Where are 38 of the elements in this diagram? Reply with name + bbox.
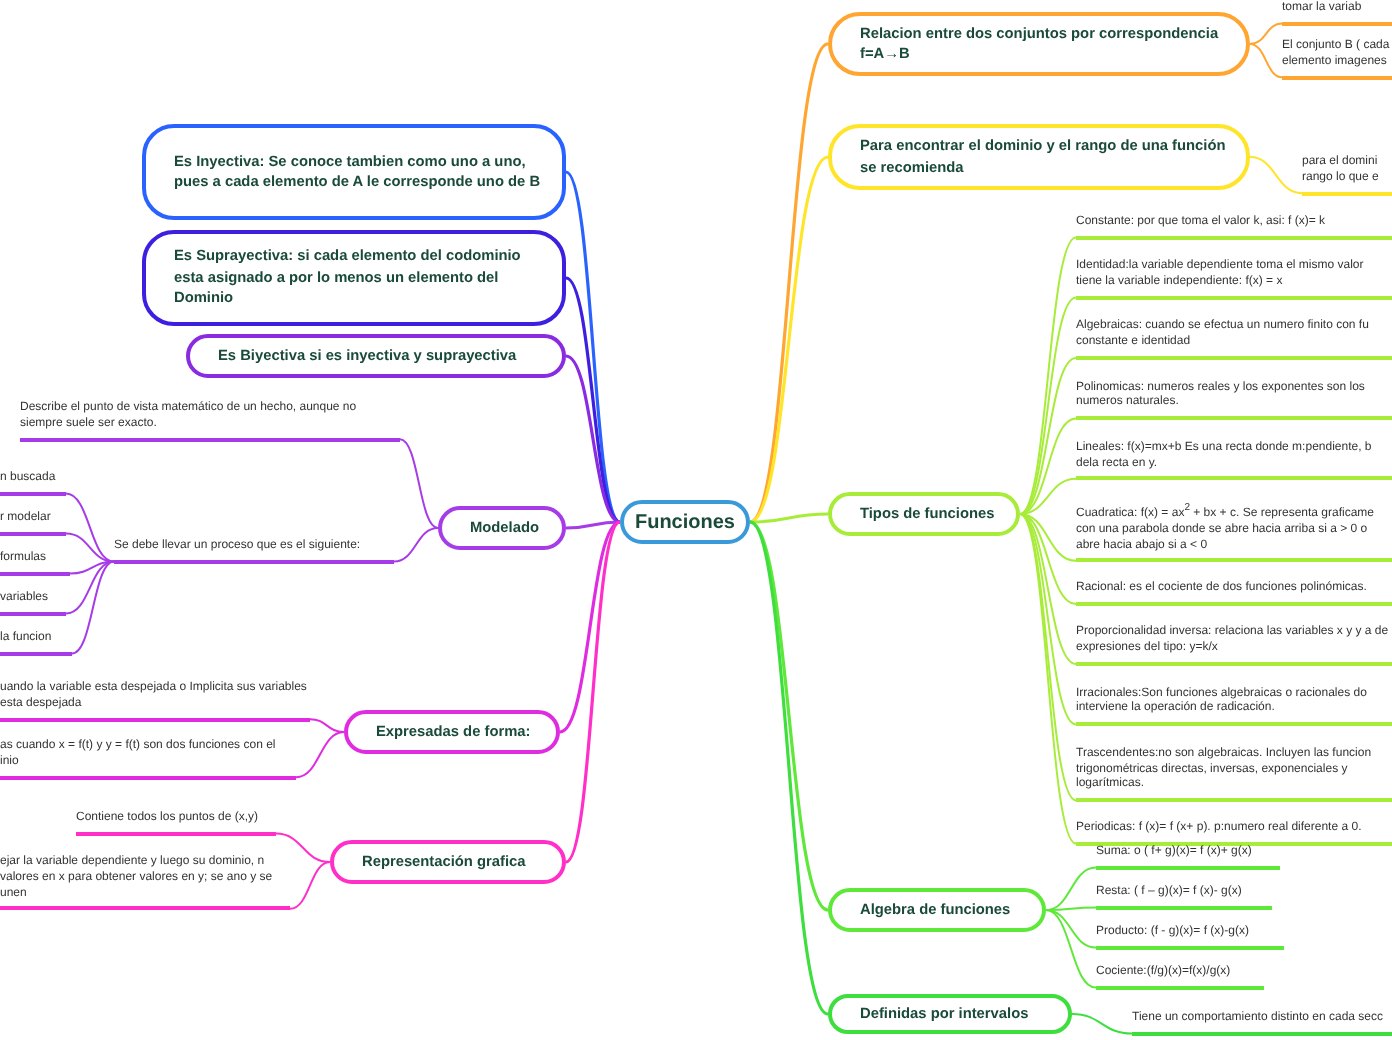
connector-line: [65, 532, 115, 563]
connector-line: [289, 861, 331, 910]
connector-line: [1045, 909, 1097, 949]
connector-line: [1045, 866, 1097, 911]
connector-line: [393, 527, 439, 563]
connector-line: [1249, 156, 1303, 195]
connector-line: [1019, 356, 1077, 515]
connector-line: [1249, 43, 1283, 79]
connector-line: [748, 42, 830, 524]
connector-line: [69, 560, 115, 575]
connector-line: [71, 560, 115, 655]
connector-line: [564, 520, 622, 864]
connector-line: [1045, 909, 1097, 989]
connector-line: [749, 512, 829, 524]
connector-line: [565, 354, 621, 524]
connector-line: [1045, 906, 1097, 911]
connector-line: [565, 520, 621, 530]
connector-line: [65, 492, 115, 563]
connector-line: [1249, 22, 1283, 45]
connector-line: [748, 520, 830, 1016]
connector-line: [749, 155, 829, 524]
connector-line: [559, 520, 621, 734]
connector-line: [565, 276, 621, 524]
connector-line: [748, 520, 830, 912]
connector-line: [1019, 296, 1077, 515]
connector-line: [1019, 417, 1077, 515]
connector-line: [1019, 477, 1077, 515]
connector-line: [309, 718, 345, 733]
connector-line: [1019, 513, 1077, 726]
connector-line: [1019, 513, 1077, 562]
central-topic: Funciones: [620, 500, 750, 544]
connector-line: [564, 170, 622, 524]
connector-line: [1071, 1013, 1133, 1035]
connector-line: [399, 438, 439, 529]
connector-line: [275, 832, 331, 863]
connector-line: [65, 560, 115, 615]
connector-line: [1019, 236, 1077, 515]
connector-line: [295, 731, 345, 779]
